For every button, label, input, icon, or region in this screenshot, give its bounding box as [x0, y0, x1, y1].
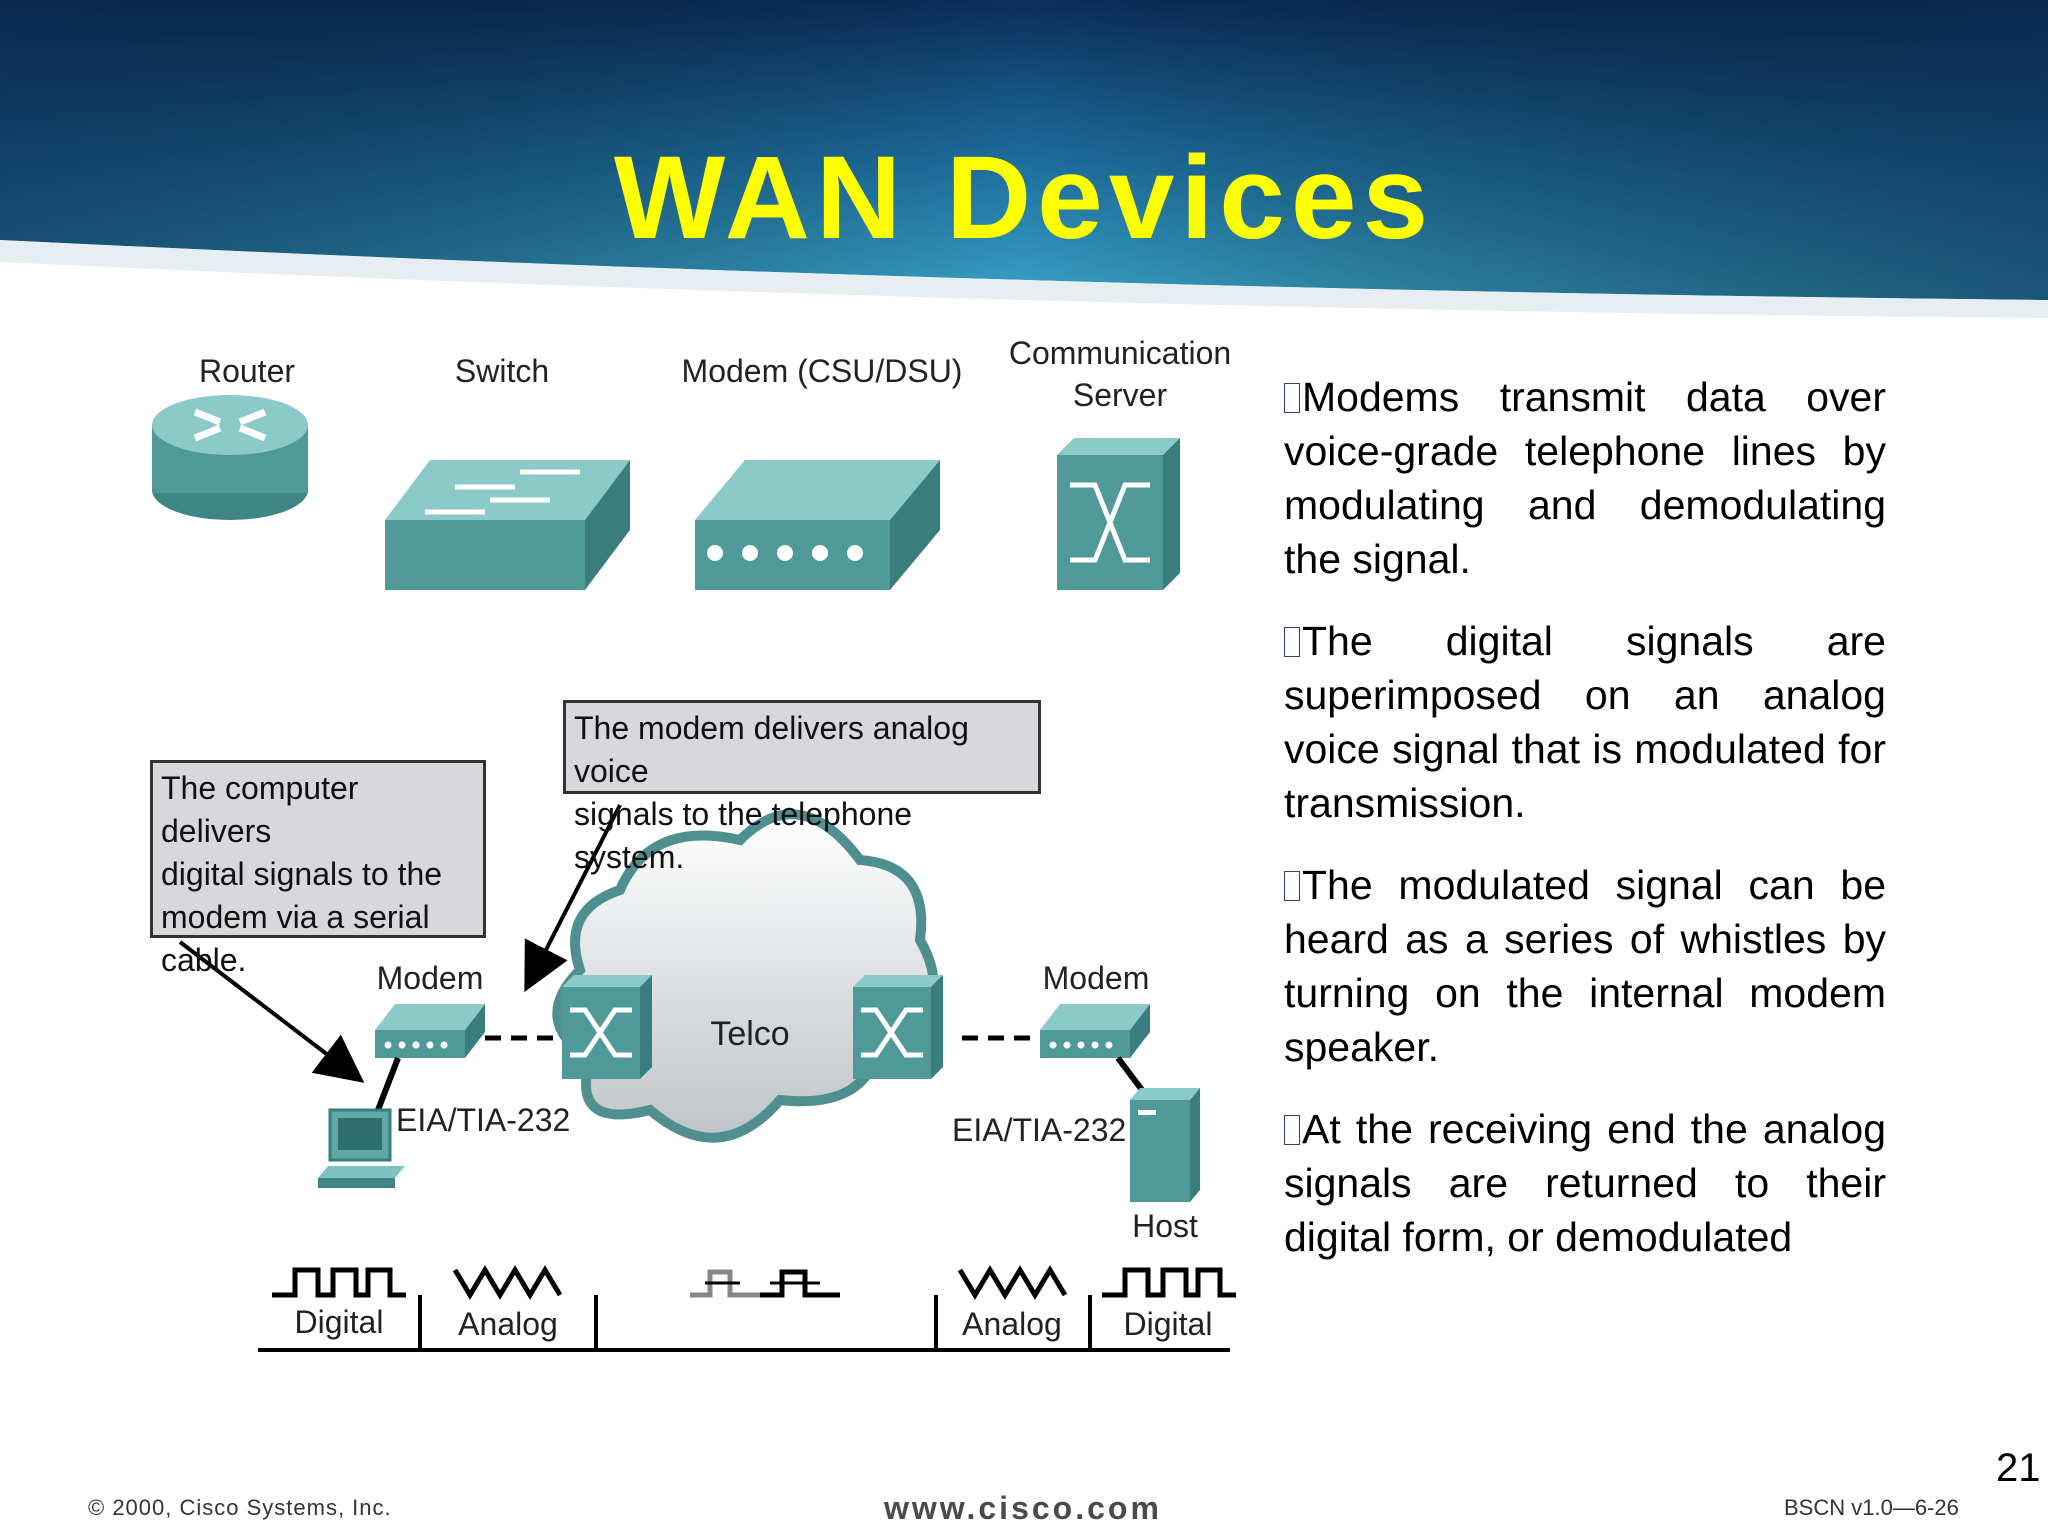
- cable-left-label: EIA/TIA-232: [396, 1102, 576, 1139]
- modem-icon: [695, 460, 940, 590]
- signal-label-digital-right: Digital: [1100, 1306, 1236, 1343]
- switch-icon: [385, 460, 630, 590]
- cable-right-label: EIA/TIA-232: [952, 1112, 1132, 1149]
- footer-course-code: BSCN v1.0—6-26: [1784, 1495, 1959, 1521]
- bullet-paragraph: At the receiving end the analog signals …: [1284, 1102, 1886, 1264]
- bullet-marker-icon: [1284, 871, 1300, 901]
- router-icon: [152, 395, 308, 520]
- modem-left-label: Modem: [370, 960, 490, 997]
- left-serial-cable: [378, 1058, 398, 1110]
- wan-devices-diagram: Router Switch Modem (CSU/DSU) Communicat…: [0, 320, 1250, 1380]
- telco-switch-right-icon: [853, 975, 943, 1079]
- bullet-marker-icon: [1284, 627, 1300, 657]
- analog-wave-left-icon: [455, 1270, 560, 1295]
- signal-label-analog-left: Analog: [440, 1306, 576, 1343]
- telco-switch-left-icon: [562, 975, 652, 1079]
- bullet-paragraph: The modulated signal can be heard as a s…: [1284, 858, 1886, 1074]
- computer-callout: The computer delivers digital signals to…: [150, 760, 486, 938]
- digital-wave-left-icon: [272, 1270, 406, 1295]
- computer-icon: [318, 1110, 405, 1188]
- analog-wave-right-icon: [960, 1270, 1065, 1295]
- communication-server-icon: [1057, 438, 1180, 590]
- modem-callout: The modem delivers analog voice signals …: [563, 700, 1041, 794]
- signal-label-analog-right: Analog: [944, 1306, 1080, 1343]
- bullet-marker-icon: [1284, 1115, 1300, 1145]
- modem-left-icon: [375, 1004, 485, 1058]
- footer-url: www.cisco.com: [884, 1490, 1162, 1527]
- slide-title: WAN Devices: [0, 130, 2048, 266]
- bullet-text-panel: Modems transmit data over voice-grade te…: [1284, 370, 1886, 1292]
- digital-wave-right-icon: [1102, 1270, 1236, 1295]
- bullet-marker-icon: [1284, 383, 1300, 413]
- page-number: 21: [1996, 1446, 2041, 1491]
- host-label: Host: [1120, 1208, 1210, 1245]
- host-server-icon: [1130, 1088, 1200, 1202]
- modem-right-label: Modem: [1036, 960, 1156, 997]
- bullet-paragraph: Modems transmit data over voice-grade te…: [1284, 370, 1886, 586]
- bullet-paragraph: The digital signals are superimposed on …: [1284, 614, 1886, 830]
- signal-label-digital-left: Digital: [270, 1304, 408, 1341]
- modem-right-icon: [1040, 1004, 1150, 1058]
- telco-label: Telco: [690, 1015, 810, 1054]
- modulated-wave-icon: [690, 1272, 840, 1295]
- footer-copyright: © 2000, Cisco Systems, Inc.: [88, 1495, 392, 1521]
